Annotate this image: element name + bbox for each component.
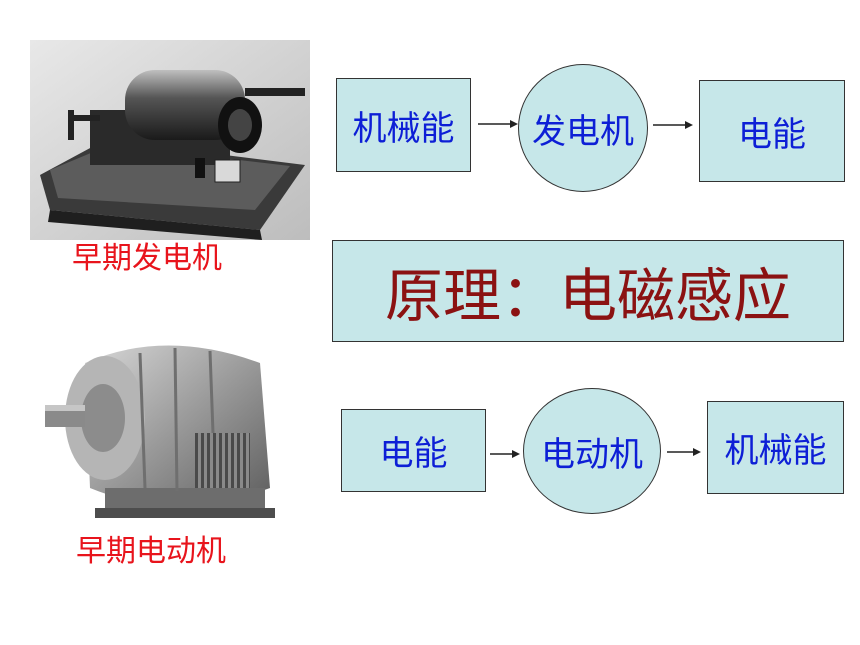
generator-arrow-1 (478, 120, 518, 128)
generator-input-box: 机械能 (336, 78, 471, 172)
early-motor-caption: 早期电动机 (76, 534, 226, 569)
motor-arrow-2 (667, 448, 701, 456)
early-generator-caption: 早期发电机 (72, 241, 222, 276)
motor-output-box: 机械能 (707, 401, 844, 494)
motor-device-circle: 电动机 (523, 388, 661, 514)
principle-banner: 原理：电磁感应 (332, 240, 844, 342)
early-generator-photo (30, 40, 310, 240)
motor-arrow-1 (490, 450, 520, 458)
generator-arrow-2 (653, 121, 693, 129)
generator-output-box: 电能 (699, 80, 845, 182)
motor-input-box: 电能 (341, 409, 486, 492)
generator-device-circle: 发电机 (518, 64, 648, 192)
early-motor-photo (45, 323, 285, 530)
